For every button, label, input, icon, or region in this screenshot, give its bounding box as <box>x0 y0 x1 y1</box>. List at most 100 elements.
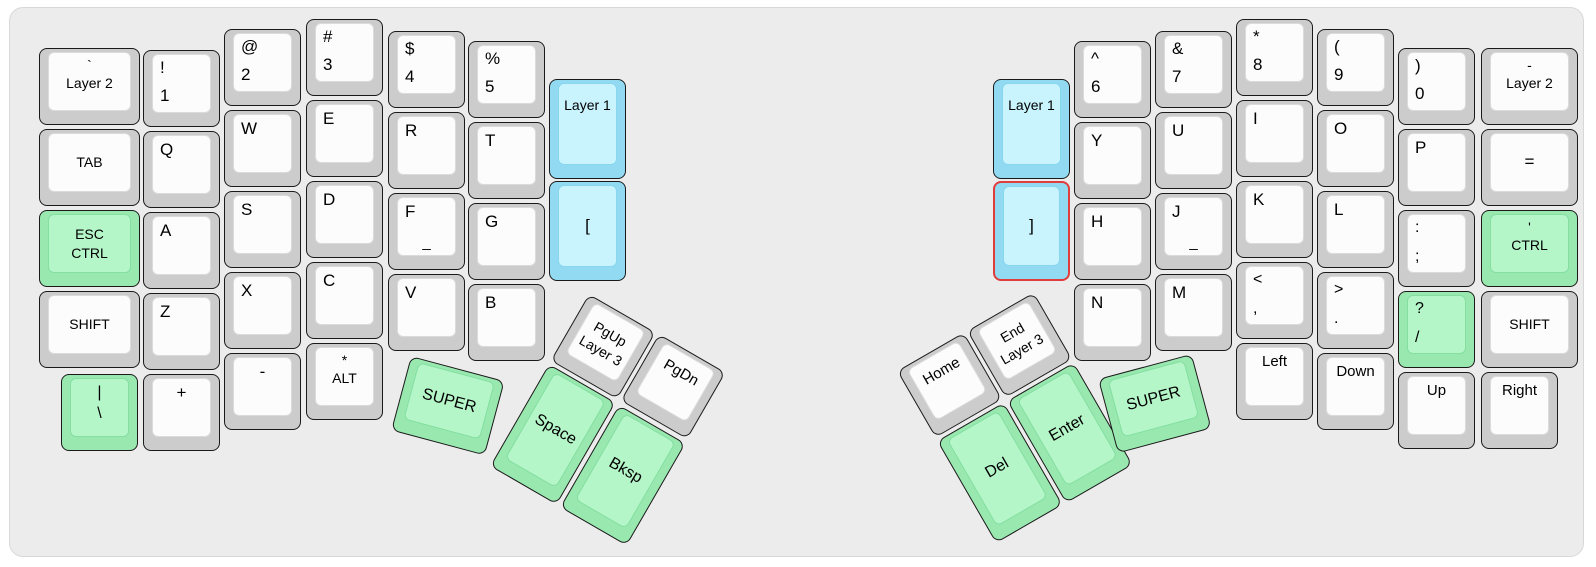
key-label: T <box>485 131 496 150</box>
key-n[interactable]: N <box>1074 284 1151 361</box>
key-label: Layer 1 <box>564 97 611 113</box>
keycap-face: *8 <box>1245 23 1304 82</box>
key-rparen-0[interactable]: )0 <box>1398 48 1475 125</box>
key-a[interactable]: A <box>143 212 220 289</box>
key-w[interactable]: W <box>224 110 301 187</box>
key-asterisk-8[interactable]: *8 <box>1236 19 1313 96</box>
key-super-left[interactable]: SUPER <box>391 356 505 456</box>
key-z[interactable]: Z <box>143 293 220 370</box>
key-greaterthan-period[interactable]: >. <box>1317 272 1394 349</box>
key-d[interactable]: D <box>306 181 383 258</box>
key-shift-left[interactable]: SHIFT <box>39 291 140 368</box>
key-label: ESC <box>75 226 104 243</box>
key-layer1-right[interactable]: Layer 1 <box>993 79 1070 179</box>
key-label: C <box>323 271 336 290</box>
keycap-face: P <box>1407 133 1466 192</box>
key-percent-5[interactable]: %5 <box>468 41 545 118</box>
key-j[interactable]: J_ <box>1155 193 1232 270</box>
key-arrow-down[interactable]: Down <box>1317 353 1394 430</box>
key-hash-3[interactable]: #3 <box>306 19 383 96</box>
key-h[interactable]: H <box>1074 203 1151 280</box>
key-pipe-backslash[interactable]: |\ <box>61 374 138 451</box>
key-label: # <box>323 27 333 46</box>
key-minus-layer2[interactable]: -Layer 2 <box>1481 48 1578 125</box>
keycap-face: ?/ <box>1407 295 1466 354</box>
key-label: , <box>1253 299 1258 317</box>
key-left-bracket[interactable]: [ <box>549 181 626 281</box>
keycap-face: *ALT <box>315 347 374 406</box>
key-y[interactable]: Y <box>1074 122 1151 199</box>
key-g[interactable]: G <box>468 203 545 280</box>
key-label: CTRL <box>71 244 108 261</box>
key-exclam-1[interactable]: !1 <box>143 50 220 127</box>
keycap-face: @2 <box>233 33 292 92</box>
keycap-face: Layer 1 <box>1002 83 1061 165</box>
key-p[interactable]: P <box>1398 129 1475 206</box>
key-i[interactable]: I <box>1236 100 1313 177</box>
key-shift-right[interactable]: SHIFT <box>1481 291 1578 368</box>
key-lparen-9[interactable]: (9 <box>1317 29 1394 106</box>
key-label: R <box>405 121 418 140</box>
key-super-right[interactable]: SUPER <box>1098 353 1212 454</box>
key-label: ; <box>1415 247 1420 265</box>
key-label: E <box>323 109 335 128</box>
key-quote-ctrl[interactable]: 'CTRL <box>1481 210 1578 287</box>
keycap-face: I <box>1245 104 1304 163</box>
key-s[interactable]: S <box>224 191 301 268</box>
key-u[interactable]: U <box>1155 112 1232 189</box>
key-layer1-left[interactable]: Layer 1 <box>549 79 626 179</box>
keycap-face: F_ <box>397 197 456 256</box>
key-label: Left <box>1261 353 1288 370</box>
key-t[interactable]: T <box>468 122 545 199</box>
key-equals[interactable]: = <box>1481 129 1578 206</box>
key-question-slash[interactable]: ?/ <box>1398 291 1475 368</box>
key-star-alt[interactable]: *ALT <box>306 343 383 420</box>
key-label: SUPER <box>420 385 479 417</box>
key-e[interactable]: E <box>306 100 383 177</box>
key-plus[interactable]: + <box>143 374 220 451</box>
keycap-face: -Layer 2 <box>1490 52 1569 111</box>
key-label: A <box>160 221 172 240</box>
key-colon-semicolon[interactable]: :; <box>1398 210 1475 287</box>
key-label: K <box>1253 190 1265 209</box>
key-v[interactable]: V <box>388 274 465 351</box>
keycap-face: :; <box>1407 214 1466 273</box>
key-arrow-up[interactable]: Up <box>1398 372 1475 449</box>
key-c[interactable]: C <box>306 262 383 339</box>
keycap-face: SHIFT <box>48 295 131 354</box>
key-label: 0 <box>1415 83 1425 103</box>
keycap-face: M <box>1164 278 1223 337</box>
key-k[interactable]: K <box>1236 181 1313 258</box>
key-label: = <box>1524 152 1535 172</box>
key-dollar-4[interactable]: $4 <box>388 31 465 108</box>
key-tab[interactable]: TAB <box>39 129 140 206</box>
key-q[interactable]: Q <box>143 131 220 208</box>
keycap-face: O <box>1326 114 1385 173</box>
key-minus[interactable]: - <box>224 353 301 430</box>
key-o[interactable]: O <box>1317 110 1394 187</box>
key-arrow-right[interactable]: Right <box>1481 372 1558 449</box>
key-b[interactable]: B <box>468 284 545 361</box>
key-r[interactable]: R <box>388 112 465 189</box>
keycap-face: B <box>477 288 536 347</box>
key-at-2[interactable]: @2 <box>224 29 301 106</box>
key-label: ? <box>1415 300 1424 317</box>
keycap-face: E <box>315 104 374 163</box>
key-caret-6[interactable]: ^6 <box>1074 41 1151 118</box>
key-grave-layer2[interactable]: `Layer 2 <box>39 48 140 125</box>
keycap-face: J_ <box>1164 197 1223 256</box>
key-x[interactable]: X <box>224 272 301 349</box>
key-right-bracket[interactable]: ] <box>993 181 1070 281</box>
key-amp-7[interactable]: &7 <box>1155 31 1232 108</box>
key-arrow-left[interactable]: Left <box>1236 343 1313 420</box>
key-label: Bksp <box>605 454 646 488</box>
key-l[interactable]: L <box>1317 191 1394 268</box>
keycap-face: SHIFT <box>1490 295 1569 354</box>
key-lessthan-comma[interactable]: <, <box>1236 262 1313 339</box>
key-f[interactable]: F_ <box>388 193 465 270</box>
key-m[interactable]: M <box>1155 274 1232 351</box>
key-label: N <box>1091 293 1104 312</box>
